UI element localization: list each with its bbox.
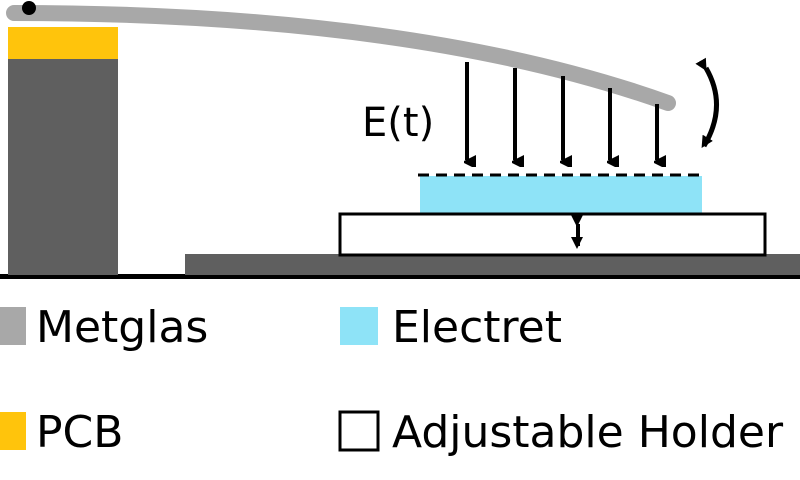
legend-label-metglas: Metglas [36,302,208,353]
adjustable-holder [338,212,767,257]
electric-field-label: E(t) [362,100,434,146]
legend-swatch-metglas [0,307,26,345]
legend-swatch-adjustable-holder [338,410,380,452]
legend-label-pcb: PCB [36,407,123,458]
clamp-post [8,58,118,275]
legend-label-adjustable-holder: Adjustable Holder [392,407,784,458]
pcb-block [8,27,118,59]
legend-label-electret: Electret [392,302,562,353]
pivot-dot [22,1,36,15]
legend-swatch-pcb [0,412,26,450]
legend-swatch-electret [340,307,378,345]
base-slab [185,254,800,275]
legend: Metglas Electret PCB Adjustable Holder [0,302,784,458]
electret-layer [420,176,702,214]
field-arrows [467,62,657,160]
metglas-beam [6,5,676,111]
ground-line [0,274,800,279]
vibration-arrow-icon [695,57,719,149]
